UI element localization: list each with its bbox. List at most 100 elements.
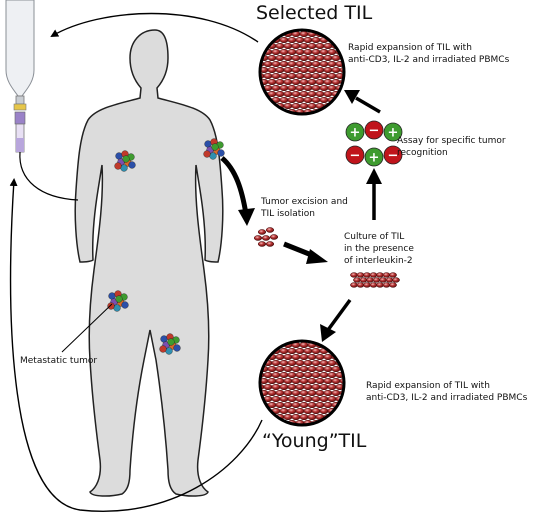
til-cell bbox=[260, 353, 261, 361]
til-cell bbox=[291, 54, 301, 62]
til-cell bbox=[287, 72, 297, 80]
assay-sign: − bbox=[369, 124, 380, 139]
arrow-tumor-excision-head bbox=[238, 208, 255, 226]
til-cell bbox=[327, 84, 337, 92]
til-cell bbox=[363, 282, 371, 288]
til-cell bbox=[339, 353, 344, 361]
til-cell bbox=[283, 365, 293, 373]
til-cell bbox=[287, 84, 297, 92]
rapid-expansion-bottom-label: Rapid expansion of TIL with anti-CD3, IL… bbox=[366, 380, 527, 404]
til-cell bbox=[279, 36, 289, 44]
til-cell bbox=[271, 108, 281, 114]
arrow-to-culture-head bbox=[306, 249, 328, 264]
arrow-assay-to-expansion bbox=[355, 96, 381, 114]
assay-sign: + bbox=[388, 126, 399, 141]
expansion-circle-young bbox=[258, 339, 346, 427]
til-cell bbox=[363, 272, 371, 278]
til-cell bbox=[323, 42, 333, 50]
til-cell bbox=[275, 353, 285, 361]
til-cell bbox=[303, 96, 313, 104]
til-cell bbox=[307, 102, 317, 110]
til-cell bbox=[263, 419, 273, 425]
til-cell bbox=[287, 383, 297, 391]
til-cell bbox=[323, 90, 333, 98]
assay-positive-well: + bbox=[364, 147, 384, 167]
excision-line2: TIL isolation bbox=[261, 209, 315, 219]
til-cell bbox=[299, 102, 309, 110]
til-cell bbox=[327, 371, 337, 379]
til-cell bbox=[319, 359, 329, 367]
til-cell bbox=[343, 359, 344, 367]
til-cell bbox=[335, 108, 344, 114]
til-cell bbox=[335, 347, 344, 355]
metastatic-tumor-label: Metastatic tumor bbox=[20, 356, 98, 366]
til-cell bbox=[323, 353, 333, 361]
til-cell bbox=[260, 341, 261, 349]
til-cell bbox=[287, 60, 297, 68]
til-cell bbox=[299, 353, 309, 361]
til-cell bbox=[291, 401, 301, 409]
til-cell bbox=[323, 365, 333, 373]
til-cell bbox=[335, 407, 344, 415]
til-cell bbox=[315, 90, 325, 98]
til-cell bbox=[295, 359, 305, 367]
til-cell bbox=[356, 282, 365, 288]
tumor-cluster bbox=[159, 333, 181, 355]
til-cell bbox=[283, 377, 293, 385]
til-cell bbox=[303, 383, 313, 391]
til-cell bbox=[311, 359, 321, 367]
til-cell bbox=[283, 353, 293, 361]
til-cell bbox=[287, 48, 297, 56]
assay-positive-well: + bbox=[345, 122, 365, 142]
til-cell bbox=[271, 84, 281, 92]
til-cell bbox=[299, 401, 309, 409]
til-cell bbox=[275, 90, 285, 98]
til-cell bbox=[331, 413, 341, 421]
til-cell bbox=[315, 389, 325, 397]
til-cell bbox=[275, 42, 285, 50]
til-cell bbox=[299, 78, 309, 86]
til-cell bbox=[303, 347, 313, 355]
til-cell bbox=[271, 30, 281, 32]
til-cell bbox=[275, 401, 285, 409]
til-cell bbox=[343, 84, 344, 92]
til-cell bbox=[260, 401, 261, 409]
til-cell bbox=[319, 383, 329, 391]
expansion-circle-selected bbox=[258, 28, 346, 116]
til-cell bbox=[323, 54, 333, 62]
til-cell bbox=[339, 401, 344, 409]
til-cell bbox=[295, 84, 305, 92]
til-cell bbox=[260, 30, 265, 32]
til-cell bbox=[271, 60, 281, 68]
til-cell bbox=[343, 341, 344, 343]
til-cell bbox=[315, 353, 325, 361]
til-cell bbox=[263, 108, 273, 114]
til-cell bbox=[287, 359, 297, 367]
til-cell bbox=[311, 84, 321, 92]
til-cell bbox=[299, 66, 309, 74]
til-cell bbox=[260, 96, 265, 104]
til-cell bbox=[319, 60, 329, 68]
til-cell bbox=[315, 365, 325, 373]
young-til-title: “Young”TIL bbox=[262, 430, 367, 452]
til-cell bbox=[275, 377, 285, 385]
til-cell bbox=[299, 389, 309, 397]
til-cell bbox=[343, 347, 344, 355]
til-cell bbox=[307, 54, 317, 62]
til-cell bbox=[295, 36, 305, 44]
til-cell bbox=[260, 102, 269, 110]
til-cell bbox=[327, 108, 337, 114]
til-cell bbox=[299, 341, 309, 349]
arrow-culture-to-young bbox=[326, 298, 352, 332]
til-cell bbox=[287, 371, 297, 379]
til-cell bbox=[303, 407, 313, 415]
iv-line bbox=[19, 151, 79, 201]
til-cell bbox=[385, 277, 394, 283]
til-cell bbox=[339, 102, 344, 110]
til-cell bbox=[315, 401, 325, 409]
rapid-bottom-line1: Rapid expansion of TIL with bbox=[366, 381, 490, 391]
til-cell bbox=[327, 419, 337, 425]
til-cell bbox=[295, 96, 305, 104]
til-cell bbox=[279, 96, 289, 104]
